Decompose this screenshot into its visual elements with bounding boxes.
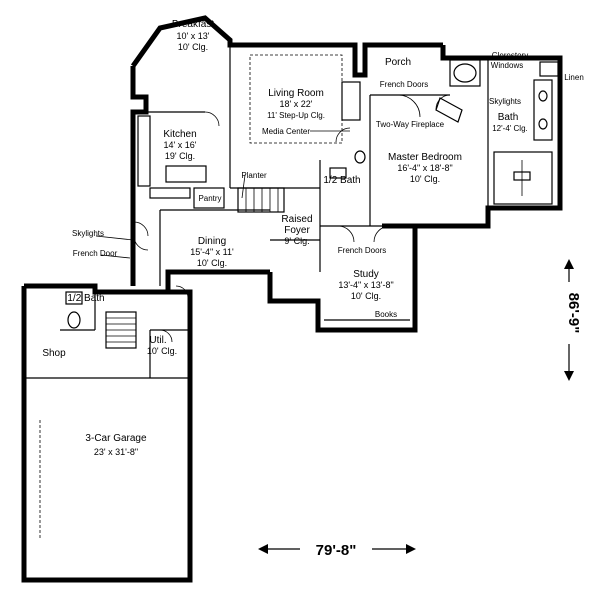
porch-label: Porch <box>385 57 411 68</box>
dining-size: 15'-4" x 11' <box>190 247 234 257</box>
media-center-label: Media Center <box>262 127 310 136</box>
shop-label: Shop <box>42 348 66 359</box>
foyer-name-1: Raised <box>281 214 312 225</box>
books-label: Books <box>375 310 397 319</box>
doors <box>133 94 451 343</box>
two-way-fireplace-label: Two-Way Fireplace <box>376 120 445 129</box>
half-bath-garage-label: 1/2 Bath <box>67 293 104 304</box>
breakfast-ceiling: 10' Clg. <box>178 42 208 52</box>
planter-label: Planter <box>241 171 267 180</box>
width-dimension-label: 79'-8" <box>316 542 357 559</box>
bath-name: Bath <box>498 112 519 123</box>
skylights-bath-label: Skylights <box>489 97 521 106</box>
master-bedroom-name: Master Bedroom <box>388 152 462 163</box>
breakfast-size: 10' x 13' <box>177 31 210 41</box>
leader-lines <box>95 130 350 259</box>
kitchen-size: 14' x 16' <box>164 140 197 150</box>
garage-size: 23' x 31'-8" <box>94 447 138 457</box>
master-bedroom-size: 16'-4" x 18'-8" <box>397 163 452 173</box>
garage-name: 3-Car Garage <box>85 433 147 444</box>
bath-ceiling: 12'-4' Clg. <box>492 124 528 133</box>
interior-walls <box>24 45 489 379</box>
util-name: Util. <box>149 335 166 346</box>
width-dimension: 79'-8" <box>258 542 416 559</box>
master-bedroom-ceiling: 10' Clg. <box>410 174 440 184</box>
fixtures <box>39 59 559 540</box>
study-size: 13'-4" x 13'-8" <box>338 280 393 290</box>
linen-label: Linen <box>564 73 584 82</box>
kitchen-ceiling: 19' Clg. <box>165 151 195 161</box>
util-ceiling: 10' Clg. <box>147 346 177 356</box>
clerestory-label: Clerestory <box>492 51 528 60</box>
pantry-label: Pantry <box>198 194 221 203</box>
breakfast-name: Breakfast <box>172 19 214 30</box>
living-room-name: Living Room <box>268 88 324 99</box>
windows-label: Windows <box>491 61 523 70</box>
half-bath-main-label: 1/2 Bath <box>323 175 360 186</box>
living-room-ceiling: 11' Step-Up Clg. <box>267 111 325 120</box>
skylights-west-label: Skylights <box>72 229 104 238</box>
dining-ceiling: 10' Clg. <box>197 258 227 268</box>
depth-dimension: 86'-9" <box>564 259 582 381</box>
exterior-walls <box>21 15 563 583</box>
dining-name: Dining <box>198 236 226 247</box>
study-name: Study <box>353 269 379 280</box>
french-doors-porch-label: French Doors <box>380 80 428 89</box>
kitchen-name: Kitchen <box>163 129 196 140</box>
living-room-size: 18' x 22' <box>280 99 313 109</box>
study-ceiling: 10' Clg. <box>351 291 381 301</box>
depth-dimension-label: 86'-9" <box>565 293 582 334</box>
foyer-ceiling: 9' Clg. <box>284 236 309 246</box>
french-door-west-label: French Door <box>73 249 118 258</box>
french-doors-study-label: French Doors <box>338 246 386 255</box>
foyer-name-2: Foyer <box>284 225 310 236</box>
